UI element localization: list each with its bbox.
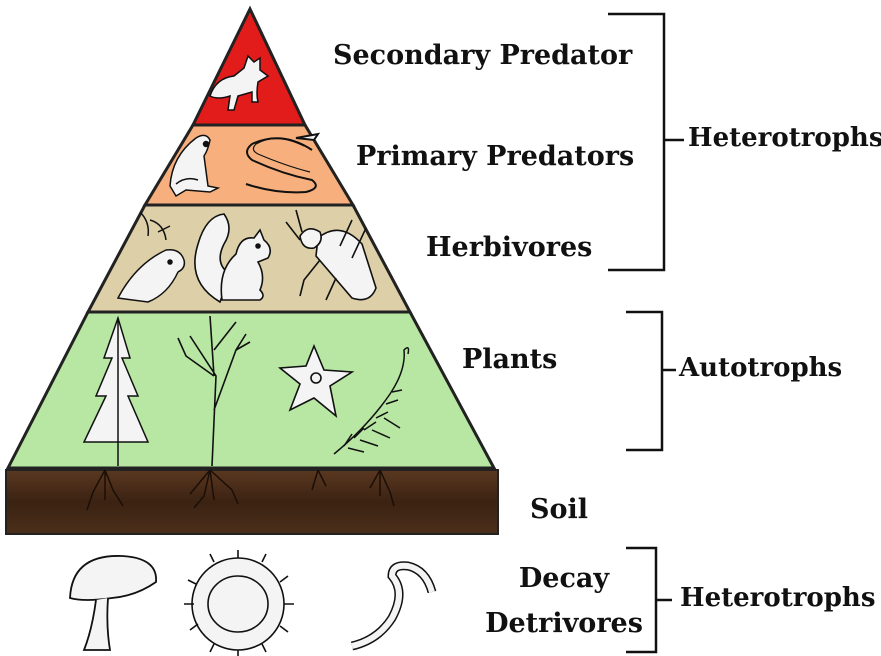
worm-icon [352,566,432,646]
millipede-icon [184,550,294,656]
level-plants [8,312,494,468]
label-decay: Decay [519,563,609,594]
soil-band [6,470,498,534]
label-autotrophs: Autotrophs [679,353,842,383]
label-soil: Soil [530,494,588,525]
label-primary-predators: Primary Predators [356,141,634,172]
label-herbivores: Herbivores [426,232,592,263]
label-detrivores: Detrivores [485,608,643,639]
label-plants: Plants [462,344,557,375]
label-heterotrophs-lower: Heterotrophs [680,583,875,613]
label-secondary-predator: Secondary Predator [333,40,632,71]
mushroom-icon [70,556,156,650]
bracket-middle [626,312,676,450]
label-heterotrophs-upper: Heterotrophs [688,123,881,153]
